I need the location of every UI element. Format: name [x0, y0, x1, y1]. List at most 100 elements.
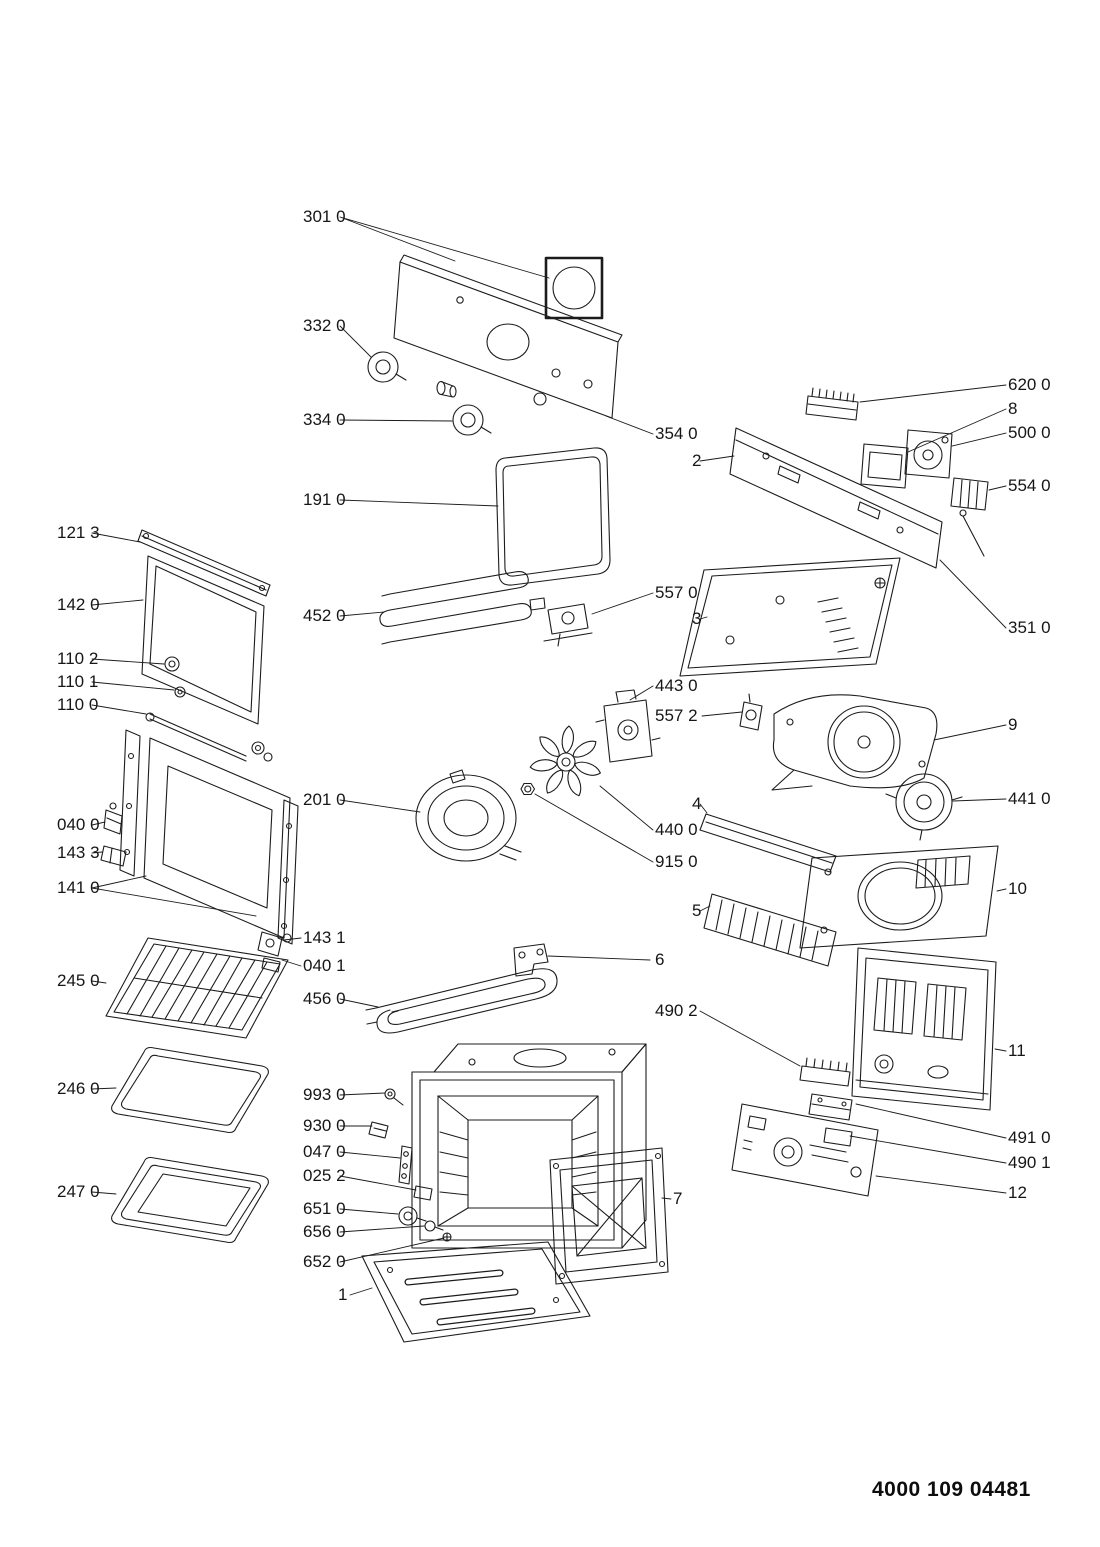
- bracket-6-drawing: [513, 943, 549, 977]
- clamp-993-drawing: [384, 1088, 404, 1106]
- part-label-246-0: 246 0: [57, 1079, 100, 1098]
- door-trim-drawing: [137, 529, 271, 597]
- hinge-plate-025-drawing: [413, 1185, 433, 1201]
- relay-491-drawing: [808, 1093, 853, 1121]
- part-label-040-1: 040 1: [303, 956, 346, 975]
- board-12-drawing: [731, 1103, 879, 1197]
- part-label-301-0: 301 0: [303, 207, 346, 226]
- hinge-047-drawing: [398, 1145, 413, 1185]
- rear-strip-drawing: [729, 427, 943, 589]
- part-label-10: 10: [1008, 879, 1027, 898]
- part-label-4: 4: [692, 794, 702, 813]
- part-label-143-3: 143 3: [57, 843, 100, 862]
- module-8-drawing: [860, 443, 909, 489]
- damper-040-drawing: [103, 802, 123, 835]
- part-label-452-0: 452 0: [303, 606, 346, 625]
- pin-656-drawing: [424, 1220, 444, 1232]
- part-label-334-0: 334 0: [303, 410, 346, 429]
- part-label-142-0: 142 0: [57, 595, 100, 614]
- part-label-557-2: 557 2: [655, 706, 698, 725]
- screw-652-drawing: [442, 1232, 452, 1242]
- back-panel-10-drawing: [799, 845, 999, 949]
- knob-651-drawing: [398, 1206, 427, 1226]
- part-label-247-0: 247 0: [57, 1182, 100, 1201]
- terminal-490-2-drawing: [799, 1057, 851, 1087]
- door-outer-drawing: [119, 729, 299, 945]
- part-label-245-0: 245 0: [57, 971, 100, 990]
- knob-bottom-drawing: [452, 404, 492, 436]
- control-panel-drawing: [393, 254, 623, 419]
- display-window-drawing: [544, 256, 604, 320]
- part-label-8: 8: [1008, 399, 1018, 418]
- part-label-025-2: 025 2: [303, 1166, 346, 1185]
- part-label-110-1: 110 1: [57, 672, 99, 691]
- ring-heater-drawing: [415, 769, 522, 862]
- part-label-441-0: 441 0: [1008, 789, 1051, 808]
- fan-nut-drawing: [520, 782, 536, 796]
- part-label-12: 12: [1008, 1183, 1027, 1202]
- part-label-440-0: 440 0: [655, 820, 698, 839]
- grille-panel-5-drawing: [703, 893, 837, 967]
- document-number: 4000 109 04481: [872, 1478, 1031, 1501]
- part-label-456-0: 456 0: [303, 989, 346, 1008]
- timer-500-drawing: [904, 429, 953, 479]
- baking-tray-drawing: [111, 1046, 269, 1134]
- part-label-5: 5: [692, 901, 702, 920]
- part-label-652-0: 652 0: [303, 1252, 346, 1271]
- part-label-620-0: 620 0: [1008, 375, 1051, 394]
- bracket-557-2-drawing: [739, 693, 763, 731]
- part-label-1: 1: [338, 1285, 348, 1304]
- part-label-110-2: 110 2: [57, 649, 99, 668]
- part-label-201-0: 201 0: [303, 790, 346, 809]
- part-label-490-2: 490 2: [655, 1001, 698, 1020]
- bracket-930-drawing: [368, 1121, 389, 1139]
- part-label-110-0: 110 0: [57, 695, 99, 714]
- deep-tray-drawing: [111, 1156, 269, 1244]
- part-label-354-0: 354 0: [655, 424, 698, 443]
- part-label-047-0: 047 0: [303, 1142, 346, 1161]
- transformer-554-drawing: [950, 477, 989, 557]
- part-label-3: 3: [692, 609, 702, 628]
- door-washers-drawing: [164, 656, 273, 762]
- part-label-554-0: 554 0: [1008, 476, 1051, 495]
- part-label-7: 7: [673, 1189, 683, 1208]
- part-label-2: 2: [692, 451, 702, 470]
- part-label-557-0: 557 0: [655, 583, 698, 602]
- wire-rack-drawing: [105, 937, 289, 1039]
- outer-back-11-drawing: [851, 947, 997, 1111]
- hinge-143-1-drawing: [257, 931, 292, 973]
- oven-cavity-drawing: [411, 1043, 647, 1249]
- grill-element-drawing: [379, 571, 546, 645]
- door-glass-drawing: [141, 555, 265, 725]
- knob-spacer-drawing: [436, 380, 457, 398]
- part-label-11: 11: [1008, 1041, 1026, 1060]
- fan-motor-443-drawing: [595, 689, 661, 763]
- front-frame-drawing: [549, 1147, 669, 1285]
- part-label-993-0: 993 0: [303, 1085, 346, 1104]
- base-panel-drawing: [361, 1241, 591, 1343]
- part-label-143-1: 143 1: [303, 928, 346, 947]
- part-label-915-0: 915 0: [655, 852, 698, 871]
- latch-143-3-drawing: [100, 845, 127, 867]
- strip-panel-4-drawing: [699, 813, 837, 873]
- part-label-491-0: 491 0: [1008, 1128, 1051, 1147]
- part-label-332-0: 332 0: [303, 316, 346, 335]
- part-label-6: 6: [655, 950, 665, 969]
- leader-lines: [91, 216, 1007, 1296]
- knob-top-drawing: [367, 351, 407, 383]
- part-label-121-3: 121 3: [57, 523, 100, 542]
- bottom-element-drawing: [365, 968, 558, 1034]
- fan-blade-drawing: [529, 725, 601, 797]
- part-label-656-0: 656 0: [303, 1222, 346, 1241]
- part-label-040-0: 040 0: [57, 815, 100, 834]
- switch-557-drawing: [543, 603, 593, 647]
- terminal-block-620-drawing: [805, 387, 859, 421]
- part-label-930-0: 930 0: [303, 1116, 346, 1135]
- door-rod-drawing: [145, 712, 247, 762]
- part-label-490-1: 490 1: [1008, 1153, 1051, 1172]
- motor-441-drawing: [885, 773, 963, 841]
- part-490-1-drawing: [823, 1127, 853, 1147]
- part-label-500-0: 500 0: [1008, 423, 1051, 442]
